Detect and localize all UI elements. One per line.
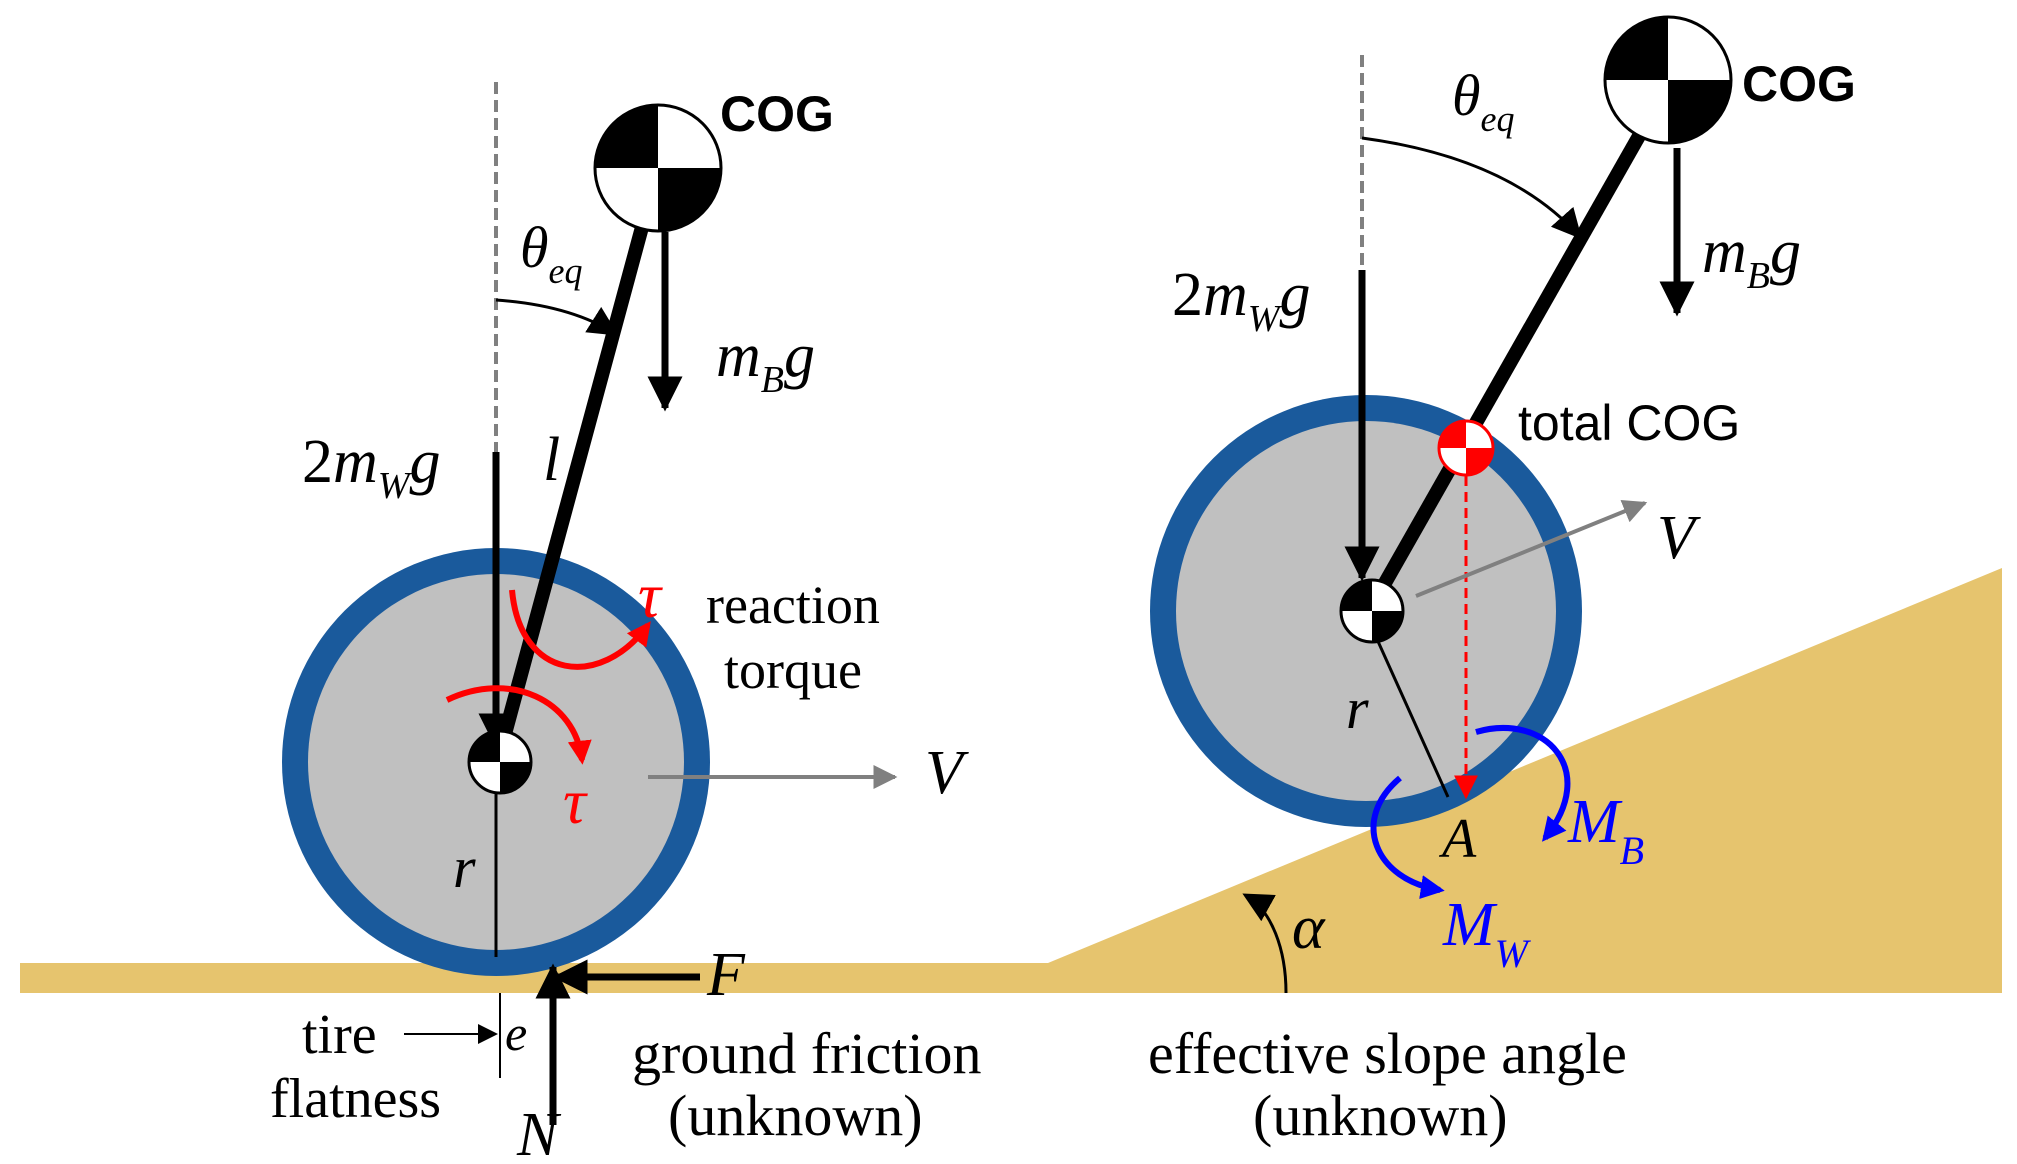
normal-force-label: N: [516, 1101, 562, 1164]
radius-line: [1370, 627, 1450, 798]
body-moment-label: MB: [1567, 788, 1644, 873]
rod-length-label: l: [543, 426, 560, 494]
pendulum-rod: [1370, 81, 1675, 601]
slope-angle-line2: (unknown): [1253, 1083, 1508, 1148]
velocity-arrow: [1415, 500, 1648, 598]
velocity-label: V: [925, 739, 969, 807]
theta-arc: [1361, 136, 1582, 240]
contact-point-label: A: [1438, 808, 1477, 870]
velocity-label: V: [1657, 504, 1701, 572]
wheel-weight-label: 2mWg: [302, 428, 440, 507]
wheel-moment-arc: [1370, 775, 1445, 899]
theta-eq-label: θeq: [520, 215, 582, 291]
slope-angle-line1: effective slope angle: [1148, 1021, 1627, 1086]
friction-force-label: F: [706, 941, 746, 1009]
slope-alpha-label: α: [1292, 894, 1326, 962]
wheel-weight-label: 2mWg: [1172, 261, 1310, 340]
reaction-tau-label: τ: [638, 560, 663, 631]
left-robot: COG θeq mBg 2mWg l τ reaction torque τ V…: [270, 82, 982, 1164]
right-robot: COG θeq mBg 2mWg total COG V r A MB MW α…: [1148, 15, 1856, 1148]
cog-symbol: [1603, 15, 1733, 145]
slope-ground: [1048, 568, 2002, 993]
total-cog-symbol: [1437, 419, 1495, 477]
flatness-e-label: e: [505, 1005, 527, 1061]
motor-tau-label: τ: [563, 766, 588, 837]
body-weight-label: mBg: [716, 322, 815, 401]
cog-label: COG: [1742, 56, 1856, 112]
ground-friction-line1: ground friction: [632, 1021, 982, 1086]
reaction-torque-line2: torque: [724, 640, 862, 700]
motor-torque-arc: [445, 685, 592, 765]
ground: [20, 568, 2002, 993]
theta-eq-label: θeq: [1452, 63, 1514, 139]
wheel-center-symbol: [467, 729, 533, 795]
cog-symbol: [593, 103, 723, 233]
tire-flatness-line2: flatness: [270, 1068, 441, 1130]
radius-label: r: [453, 835, 476, 900]
body-moment-arc: [1475, 725, 1571, 842]
theta-arc: [495, 298, 619, 336]
radius-label: r: [1346, 676, 1369, 741]
reaction-torque-arc: [509, 589, 651, 670]
tire-flatness-line1: tire: [302, 1004, 377, 1066]
slope-angle-arc: [1242, 893, 1288, 994]
wheel-center-symbol: [1339, 578, 1405, 644]
wheel-moment-label: MW: [1442, 891, 1532, 976]
total-cog-label: total COG: [1518, 395, 1740, 451]
ground-friction-line2: (unknown): [668, 1083, 923, 1148]
reaction-torque-line1: reaction: [706, 575, 880, 635]
body-weight-label: mBg: [1702, 218, 1801, 297]
cog-label: COG: [720, 86, 834, 142]
pendulum-rod: [495, 166, 665, 747]
